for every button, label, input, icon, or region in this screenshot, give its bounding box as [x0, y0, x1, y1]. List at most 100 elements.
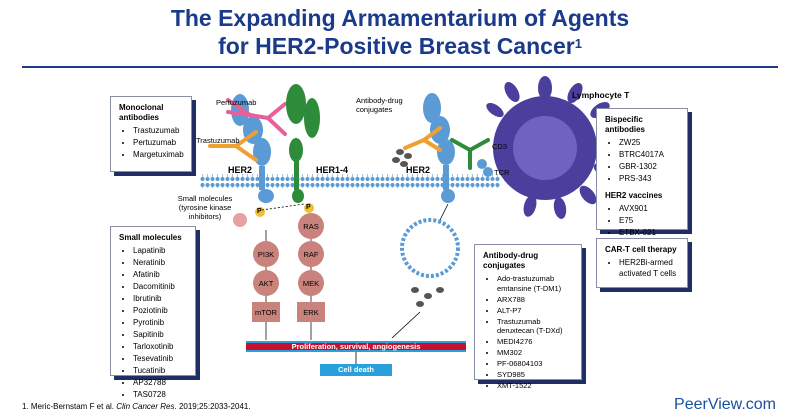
list-item: ARX788	[497, 295, 573, 305]
list-item: Pyrotinib	[133, 318, 187, 329]
small-molecules-box: Small molecules Lapatinib Neratinib Afat…	[110, 226, 196, 399]
mtor-label: mTOR	[255, 308, 277, 317]
her14-receptor	[286, 84, 320, 203]
adc-list: Ado-trastuzumab emtansine (T-DM1) ARX788…	[483, 274, 573, 391]
adc-box: Antibody-drug conjugates Ado-trastuzumab…	[474, 244, 582, 390]
proliferation-label: Proliferation, survival, angiogenesis	[291, 342, 421, 351]
small-molecules-diagram-label: Small molecules (tyrosine kinase inhibit…	[177, 194, 233, 221]
adc-payload	[392, 149, 412, 167]
footnote-suffix: . 2019;25:2033-2041.	[174, 402, 251, 411]
vaccines-heading: HER2 vaccines	[605, 190, 663, 200]
her14-label: HER1-4	[316, 165, 349, 175]
list-item: SYD985	[497, 370, 573, 380]
monoclonal-list: Trastuzumab Pertuzumab Margetuximab	[119, 126, 184, 161]
phospho-left	[233, 207, 265, 227]
adc-antibody	[403, 126, 442, 152]
list-item: Pertuzumab	[133, 138, 183, 149]
her2-right-label: HER2	[406, 165, 431, 175]
list-item: HER2Bi-armed activated T cells	[619, 258, 679, 279]
list-item: TAS0728	[133, 390, 187, 401]
pi3k-label: PI3K	[257, 250, 275, 259]
title-line-1: The Expanding Armamentarium of Agents	[170, 5, 630, 31]
list-item: MEDI4276	[497, 337, 573, 347]
pertuzumab-label: Pertuzumab	[216, 98, 257, 107]
cell-death-label: Cell death	[338, 365, 374, 374]
page-title: The Expanding Armamentarium of Agents fo…	[0, 4, 800, 60]
list-item: ALT-P7	[497, 306, 573, 316]
monoclonal-antibodies-box: Monoclonal antibodies Trastuzumab Pertuz…	[110, 96, 192, 172]
cell-death-box	[320, 364, 392, 376]
phospho-right	[304, 203, 314, 213]
trastuzumab-label: Trastuzumab	[196, 136, 240, 145]
footnote-journal: Clin Cancer Res	[116, 402, 175, 411]
list-item: GBR-1302	[619, 162, 679, 173]
list-item: AP32788	[133, 378, 187, 389]
list-item: Tucatinib	[133, 366, 187, 377]
trastuzumab-antibody	[208, 130, 258, 162]
p-label-right: P	[306, 204, 311, 211]
bispecific-list: ZW25 BTRC4017A GBR-1302 PRS-343	[605, 138, 679, 185]
logo-text: PeerView	[674, 396, 742, 413]
tcr-label: TCR	[494, 168, 510, 177]
erk-label: ERK	[303, 308, 319, 317]
tki-arrow	[261, 203, 305, 211]
list-item: BTRC4017A	[619, 150, 679, 161]
list-item: XMT-1522	[497, 381, 573, 391]
footnote-prefix: 1. Meric-Bernstam F et al.	[22, 402, 117, 411]
monoclonal-heading: Monoclonal antibodies	[119, 103, 164, 122]
cart-heading: CAR-T cell therapy	[605, 245, 677, 254]
list-item: Tarloxotinib	[133, 342, 187, 353]
list-item: MM302	[497, 348, 573, 358]
cd3-label: CD3	[492, 142, 508, 151]
list-item: Afatinib	[133, 270, 187, 281]
bispecific-heading: Bispecific antibodies	[605, 115, 646, 134]
list-item: Dacomitinib	[133, 282, 187, 293]
list-item: Sapitinib	[133, 330, 187, 341]
bispecific-box: Bispecific antibodies ZW25 BTRC4017A GBR…	[596, 108, 688, 237]
list-item: ZW25	[619, 138, 679, 149]
list-item: Trastuzumab deruxtecan (T-DXd)	[497, 317, 573, 336]
footnote: 1. Meric-Bernstam F et al. Clin Cancer R…	[22, 402, 251, 411]
released-payload	[411, 287, 444, 307]
outcome-band	[246, 342, 466, 351]
list-item: Lapatinib	[133, 246, 187, 257]
list-item: Ibrutinib	[133, 294, 187, 305]
logo-suffix: .com	[741, 396, 776, 413]
list-item: PRS-343	[619, 174, 679, 185]
list-item: Ado-trastuzumab emtansine (T-DM1)	[497, 274, 573, 293]
list-item: Tesevatinib	[133, 354, 187, 365]
ras-label: RAS	[303, 222, 319, 231]
lymphocyte-nucleus	[513, 116, 577, 180]
cart-list: HER2Bi-armed activated T cells	[605, 258, 679, 279]
cart-box: CAR-T cell therapy HER2Bi-armed activate…	[596, 238, 688, 288]
vaccines-list: AVX901 E75 ETBX-021	[605, 204, 679, 239]
title-line-2: for HER2-Positive Breast Cancer1	[0, 32, 800, 60]
p-label-left: P	[257, 208, 262, 215]
bispecific-antibody	[450, 138, 490, 170]
list-item: PF-06804103	[497, 359, 573, 369]
payload-arrow	[391, 311, 421, 339]
adc-diagram-label: Antibody-drug conjugates	[356, 96, 403, 114]
pertuzumab-antibody	[226, 98, 287, 136]
title-line-2-text: for HER2-Positive Breast Cancer	[218, 33, 575, 59]
tcr-receptor	[477, 159, 493, 177]
peerview-logo: PeerView.com	[674, 396, 776, 414]
pi3k-pathway	[252, 230, 280, 340]
small-molecules-list: Lapatinib Neratinib Afatinib Dacomitinib…	[119, 246, 187, 401]
mek-label: MEK	[302, 279, 320, 288]
title-superscript: 1	[574, 36, 582, 51]
her2-left-label: HER2	[228, 165, 253, 175]
adc-heading: Antibody-drug conjugates	[483, 251, 539, 270]
endosome-vesicle	[400, 218, 460, 278]
list-item: Trastuzumab	[133, 126, 183, 137]
small-molecules-heading: Small molecules	[119, 233, 182, 242]
list-item: ETBX-021	[619, 228, 679, 239]
list-item: Margetuximab	[133, 150, 184, 161]
cell-membrane	[200, 174, 500, 188]
title-rule	[22, 66, 778, 68]
lymphocyte-label: Lymphocyte T	[572, 90, 630, 100]
akt-label: AKT	[258, 279, 274, 288]
list-item: Neratinib	[133, 258, 187, 269]
adc-internalization-arrow	[439, 203, 449, 221]
